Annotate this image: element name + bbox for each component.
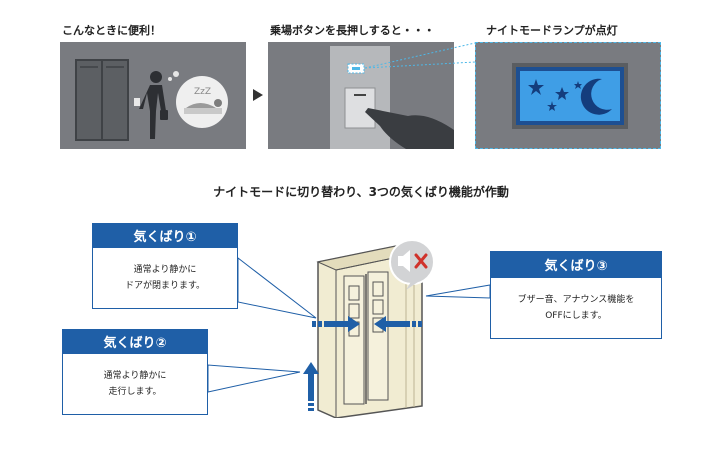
left-door-icon (343, 275, 365, 405)
travel-up-arrow-icon (303, 362, 319, 411)
scene-night-lamp-zoom (475, 42, 661, 149)
sleep-zzz-text: ZzZ (194, 87, 211, 97)
caption-night-lamp: ナイトモードランプが点灯 (486, 24, 618, 37)
callout-3-box: ブザー音、アナウンス機能を OFFにします。 (490, 277, 662, 339)
mute-speaker-bubble (389, 239, 435, 290)
next-arrow-icon (253, 89, 263, 101)
callout-2-title: 気くばり② (62, 329, 208, 353)
night-hall-illustration: ZzZ (75, 59, 228, 141)
callout-3-line1: ブザー音、アナウンス機能を (517, 295, 635, 305)
door-close-left-arrow-icon (312, 316, 360, 332)
caption-convenient: こんなときに便利！ (62, 24, 161, 37)
callout-1-title: 気くばり① (92, 223, 238, 247)
speaker-icon (398, 250, 410, 272)
night-mode-title: ナイトモードに切り替わり、3つの気くばり機能が作動 (213, 185, 509, 199)
walking-person-icon (139, 71, 168, 139)
pointing-hand-icon (365, 108, 454, 149)
zoom-leader-line (364, 42, 476, 69)
stars-icon (528, 79, 582, 111)
callout-3-line2: OFFにします。 (545, 311, 607, 321)
door-close-right-arrow-icon (374, 316, 422, 332)
mute-x-icon (414, 253, 428, 269)
scene-night-hall: ZzZ (60, 42, 246, 149)
callout-1-line1: 通常より静かに (133, 265, 197, 275)
right-door-icon (367, 271, 389, 401)
hall-button-icon (134, 98, 140, 106)
callout-1-line2: ドアが閉まります。 (124, 281, 206, 291)
callout-1-box: 通常より静かに ドアが閉まります。 (92, 247, 238, 309)
callout-2-line1: 通常より静かに (103, 371, 167, 381)
moon-icon (580, 78, 612, 115)
sleeping-bubble-icon (176, 76, 228, 128)
scene-press-button (268, 42, 454, 149)
caption-long-press: 乗場ボタンを長押しすると・・・ (270, 24, 435, 37)
callout-2-line2: 走行します。 (108, 387, 162, 397)
press-button-illustration (330, 46, 454, 149)
callout-3-title: 気くばり③ (490, 251, 662, 277)
callout-2-box: 通常より静かに 走行します。 (62, 353, 208, 415)
night-lamp-illustration (512, 63, 628, 129)
